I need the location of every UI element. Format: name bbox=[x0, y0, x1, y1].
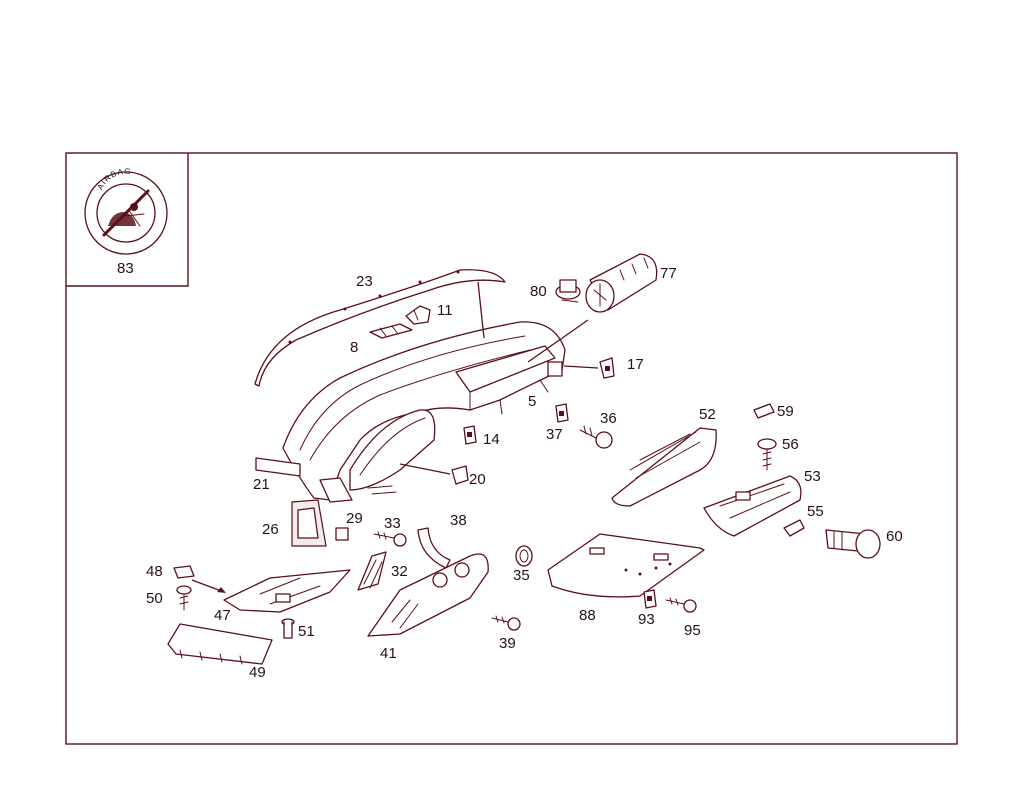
part-8-bracket bbox=[369, 323, 413, 339]
part-56-screw bbox=[757, 438, 777, 471]
label-55: 55 bbox=[807, 503, 824, 520]
part-93-clip bbox=[643, 589, 657, 609]
label-14: 14 bbox=[483, 431, 500, 448]
part-29-clip bbox=[335, 527, 349, 541]
part-53-glovebox bbox=[703, 475, 802, 537]
label-47: 47 bbox=[214, 607, 231, 624]
part-55-latch bbox=[783, 519, 805, 537]
airbag-warning-icon: AIRBAG bbox=[84, 167, 168, 255]
label-17: 17 bbox=[627, 356, 644, 373]
part-77-airbag-module bbox=[585, 253, 658, 313]
label-11: 11 bbox=[437, 302, 453, 319]
label-21: 21 bbox=[253, 476, 270, 493]
label-29: 29 bbox=[346, 510, 363, 527]
label-77: 77 bbox=[660, 265, 677, 282]
part-88-knee-panel bbox=[547, 533, 705, 598]
part-36-screw bbox=[579, 425, 613, 449]
label-56: 56 bbox=[782, 436, 799, 453]
part-11-clip bbox=[405, 305, 431, 325]
label-41: 41 bbox=[380, 645, 397, 662]
diagram-frame bbox=[65, 152, 958, 745]
label-20: 20 bbox=[469, 471, 486, 488]
part-95-screw bbox=[665, 597, 697, 613]
part-33-screw bbox=[373, 531, 407, 547]
part-60-lock-cylinder bbox=[825, 529, 881, 559]
label-32: 32 bbox=[391, 563, 408, 580]
part-49-cover bbox=[167, 623, 273, 665]
label-5: 5 bbox=[528, 393, 536, 410]
label-26: 26 bbox=[262, 521, 279, 538]
label-33: 33 bbox=[384, 515, 401, 532]
label-88: 88 bbox=[579, 607, 596, 624]
part-35-grommet bbox=[515, 545, 533, 567]
label-80: 80 bbox=[530, 283, 547, 300]
label-60: 60 bbox=[886, 528, 903, 545]
label-59: 59 bbox=[777, 403, 794, 420]
part-39-screw bbox=[491, 615, 521, 631]
label-39: 39 bbox=[499, 635, 516, 652]
label-8: 8 bbox=[350, 339, 358, 356]
part-47-bracket bbox=[223, 569, 351, 613]
leader-5 bbox=[477, 281, 485, 339]
label-38: 38 bbox=[450, 512, 467, 529]
part-32-switch-panel bbox=[357, 551, 387, 591]
label-51: 51 bbox=[298, 623, 315, 640]
label-23: 23 bbox=[356, 273, 373, 290]
part-21-strip bbox=[255, 457, 301, 477]
label-83: 83 bbox=[117, 260, 134, 277]
label-50: 50 bbox=[146, 590, 163, 607]
part-17-clip bbox=[563, 357, 615, 379]
inset-box bbox=[66, 153, 189, 287]
part-41-lower-panel bbox=[367, 553, 489, 637]
label-48: 48 bbox=[146, 563, 163, 580]
label-35: 35 bbox=[513, 567, 530, 584]
label-52: 52 bbox=[699, 406, 716, 423]
part-59-cap bbox=[753, 403, 775, 419]
part-23-defroster-strip bbox=[254, 269, 506, 387]
label-93: 93 bbox=[638, 611, 655, 628]
part-52-glovebox-frame bbox=[611, 427, 717, 507]
part-dashboard-main bbox=[282, 321, 566, 503]
label-95: 95 bbox=[684, 622, 701, 639]
label-49: 49 bbox=[249, 664, 266, 681]
label-37: 37 bbox=[546, 426, 563, 443]
label-36: 36 bbox=[600, 410, 617, 427]
part-14-clip bbox=[463, 425, 477, 445]
part-20-clip bbox=[399, 463, 469, 485]
part-80-nut bbox=[555, 279, 581, 303]
leader-77 bbox=[527, 319, 589, 363]
part-50-screw bbox=[176, 585, 192, 611]
part-26-vent-bezel bbox=[291, 499, 327, 547]
part-37-clip bbox=[555, 403, 569, 423]
part-48-clip bbox=[173, 565, 195, 579]
part-51-spacer bbox=[281, 618, 295, 639]
label-53: 53 bbox=[804, 468, 821, 485]
part-38-trim bbox=[417, 527, 451, 569]
